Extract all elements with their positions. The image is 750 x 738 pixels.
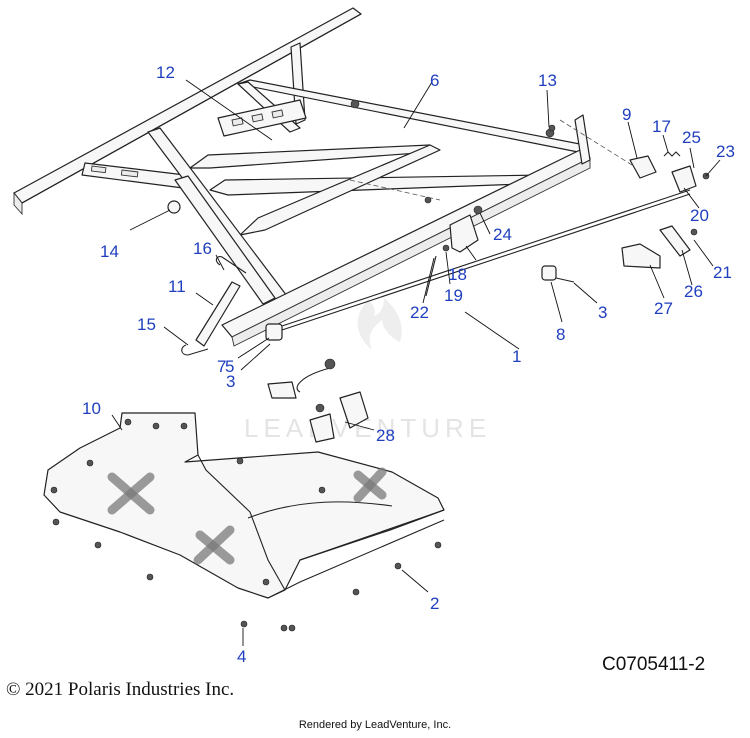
callout-1: 1 (512, 347, 521, 366)
callout-2: 2 (430, 594, 439, 613)
callout-15: 15 (137, 315, 156, 334)
callout-12: 12 (156, 63, 175, 82)
callout-13: 13 (538, 71, 557, 90)
callout-26: 26 (684, 282, 703, 301)
callout-27: 27 (654, 299, 673, 318)
callout-16: 16 (193, 239, 212, 258)
callout-20: 20 (690, 206, 709, 225)
callout-24: 24 (493, 225, 512, 244)
leader-lines (111, 79, 721, 646)
fasteners (52, 518, 442, 632)
callout-11: 11 (168, 277, 186, 296)
callout-6: 6 (430, 71, 439, 90)
callout-4: 4 (237, 647, 246, 666)
skid-plate (43, 412, 445, 599)
callout-3b: 3 (226, 372, 235, 391)
cable-assembly (269, 119, 691, 393)
callout-7: 7 (217, 357, 226, 376)
callout-9: 9 (622, 105, 631, 124)
callout-8: 8 (556, 325, 565, 344)
callout-18: 18 (448, 265, 467, 284)
callout-19: 19 (444, 286, 463, 305)
callout-22: 22 (410, 303, 429, 322)
callout-5: 5 (225, 357, 234, 376)
callout-23: 23 (716, 142, 735, 161)
diagram-code: C0705411-2 (602, 654, 706, 675)
callout-28: 28 (376, 426, 395, 445)
callout-3a: 3 (598, 303, 607, 322)
callout-labels: 1 2 3 3 4 5 6 7 8 9 10 11 12 13 14 15 16… (82, 63, 735, 666)
callout-10: 10 (82, 399, 101, 418)
frame-assembly (13, 7, 591, 347)
callout-17: 17 (652, 117, 671, 136)
copyright-text: © 2021 Polaris Industries Inc. (6, 679, 235, 700)
callout-25: 25 (682, 128, 701, 147)
rendered-by-text: Rendered by LeadVenture, Inc. (298, 719, 452, 731)
callout-21: 21 (713, 263, 732, 282)
callout-14: 14 (100, 242, 119, 261)
hardware (167, 124, 710, 443)
